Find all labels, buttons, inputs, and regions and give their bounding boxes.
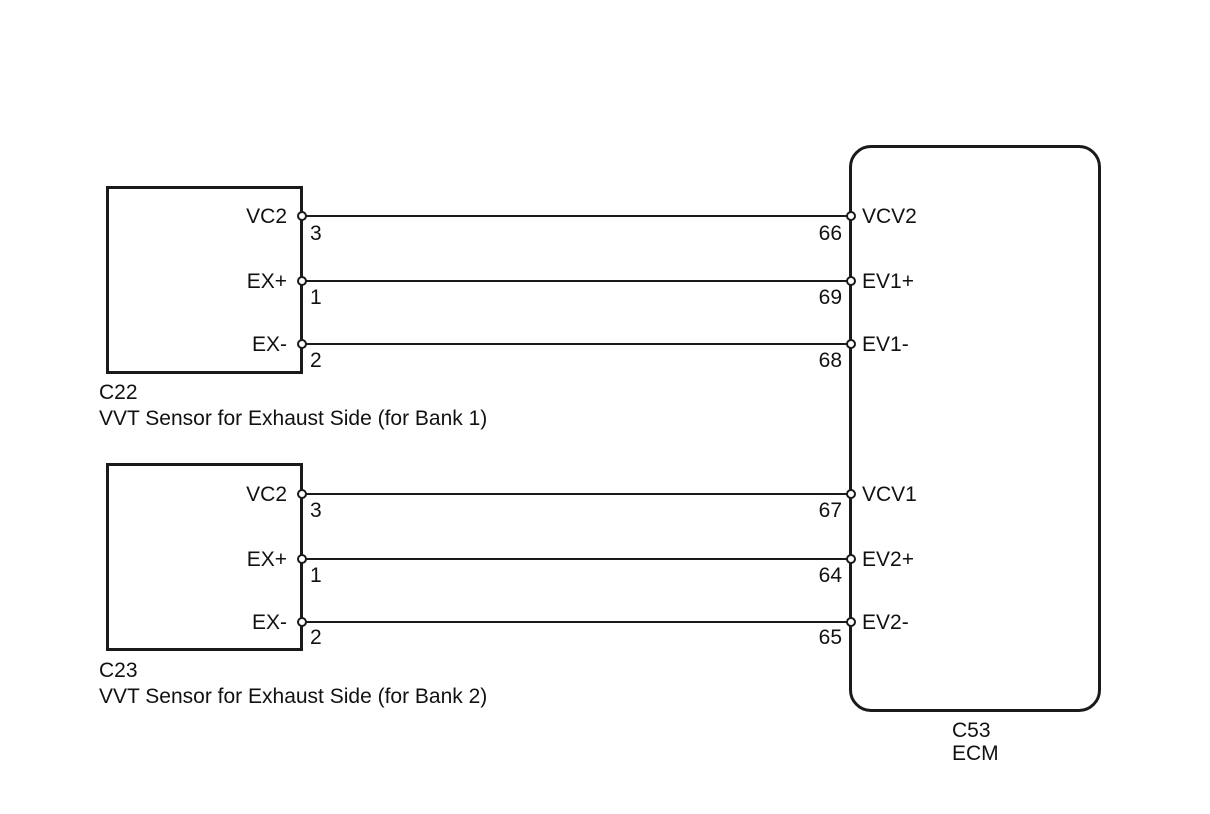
sensor-c23-connector-label: C23 <box>99 659 138 682</box>
ecm-box <box>849 145 1101 712</box>
ecm-pin-number-64: 64 <box>818 564 842 587</box>
wire-vc2-to-vcv2 <box>302 215 850 217</box>
sensor-c23-terminal-3 <box>297 489 307 499</box>
sensor-c22-name: VVT Sensor for Exhaust Side (for Bank 1) <box>99 407 488 430</box>
sensor-c22-pin-number-3: 3 <box>310 222 322 245</box>
wire-ex-minus-to-ev2-minus <box>302 621 850 623</box>
ecm-pin-label-vcv1: VCV1 <box>862 483 917 506</box>
sensor-c22-box <box>106 186 303 374</box>
sensor-c23-pin-number-1: 1 <box>310 564 322 587</box>
sensor-c23-name: VVT Sensor for Exhaust Side (for Bank 2) <box>99 685 488 708</box>
ecm-pin-label-ev1-minus: EV1- <box>862 333 909 356</box>
ecm-terminal-65 <box>846 617 856 627</box>
ecm-pin-label-ev2-plus: EV2+ <box>862 548 914 571</box>
ecm-pin-number-67: 67 <box>818 499 842 522</box>
ecm-pin-label-ev2-minus: EV2- <box>862 611 909 634</box>
ecm-terminal-68 <box>846 339 856 349</box>
ecm-connector-label: C53 <box>952 719 991 742</box>
sensor-c22-pin-label-ex-minus: EX- <box>251 333 287 356</box>
sensor-c23-terminal-2 <box>297 617 307 627</box>
wire-ex-plus-to-ev1-plus <box>302 280 850 282</box>
ecm-pin-number-68: 68 <box>818 349 842 372</box>
wire-ex-plus-to-ev2-plus <box>302 558 850 560</box>
ecm-pin-number-65: 65 <box>818 626 842 649</box>
ecm-pin-label-vcv2: VCV2 <box>862 205 917 228</box>
ecm-terminal-67 <box>846 489 856 499</box>
wire-vc2-to-vcv1 <box>302 493 850 495</box>
sensor-c22-pin-label-vc2: VC2 <box>246 205 287 228</box>
sensor-c23-pin-label-ex-minus: EX- <box>251 611 287 634</box>
wire-ex-minus-to-ev1-minus <box>302 343 850 345</box>
sensor-c23-pin-label-vc2: VC2 <box>246 483 287 506</box>
sensor-c22-connector-label: C22 <box>99 381 138 404</box>
sensor-c22-terminal-2 <box>297 339 307 349</box>
ecm-name: ECM <box>952 742 999 765</box>
sensor-c22-terminal-3 <box>297 211 307 221</box>
sensor-c22-pin-number-2: 2 <box>310 349 322 372</box>
sensor-c23-pin-number-3: 3 <box>310 499 322 522</box>
ecm-pin-number-69: 69 <box>818 286 842 309</box>
sensor-c23-terminal-1 <box>297 554 307 564</box>
sensor-c23-pin-number-2: 2 <box>310 626 322 649</box>
ecm-terminal-69 <box>846 276 856 286</box>
sensor-c23-box <box>106 463 303 651</box>
ecm-pin-number-66: 66 <box>818 222 842 245</box>
sensor-c22-pin-label-ex-plus: EX+ <box>246 270 287 293</box>
sensor-c22-terminal-1 <box>297 276 307 286</box>
ecm-pin-label-ev1-plus: EV1+ <box>862 270 914 293</box>
sensor-c22-pin-number-1: 1 <box>310 286 322 309</box>
ecm-terminal-64 <box>846 554 856 564</box>
sensor-c23-pin-label-ex-plus: EX+ <box>246 548 287 571</box>
ecm-terminal-66 <box>846 211 856 221</box>
